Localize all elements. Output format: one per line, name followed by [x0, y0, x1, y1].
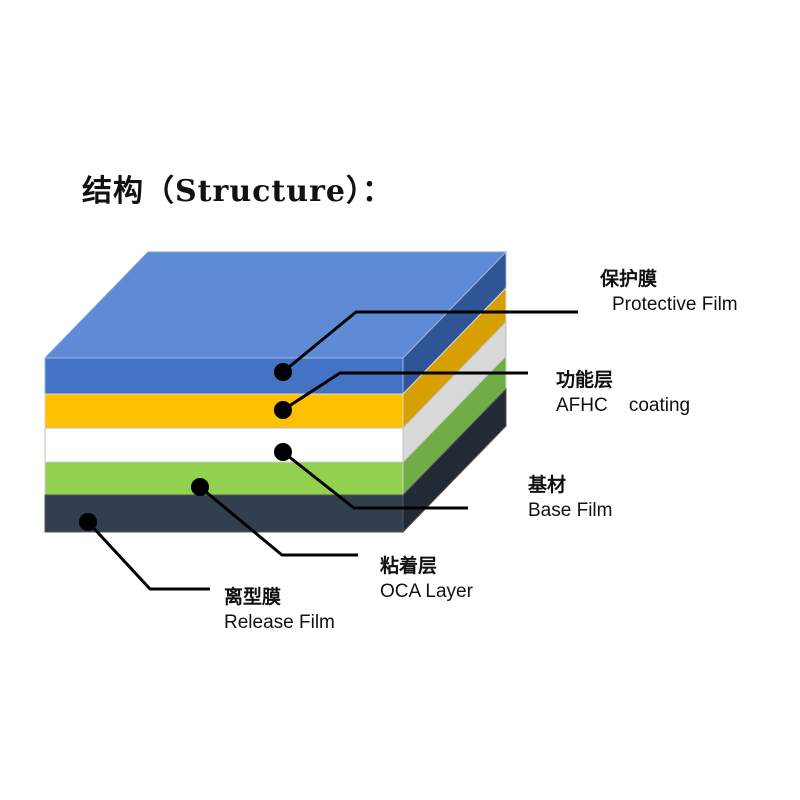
protective-film-label: 保护膜 Protective Film — [600, 266, 738, 318]
page-title: 结构（Structure）： — [82, 174, 393, 209]
release-film-leader-line — [86, 520, 210, 591]
protective-film-label-zh: 保护膜 — [600, 268, 658, 290]
release-film-marker-dot — [79, 513, 97, 531]
oca-layer-label: 粘着层 OCA Layer — [380, 553, 473, 605]
release-film-side-face — [402, 387, 507, 534]
base-film-marker-dot — [274, 443, 292, 461]
base-film-label: 基材 Base Film — [528, 472, 612, 524]
protective-film-marker-dot — [274, 363, 292, 381]
base-film-front-face — [44, 427, 404, 463]
oca-layer-label-en: OCA Layer — [380, 581, 473, 602]
afhc-coating-label: 功能层 AFHC coating — [556, 367, 690, 419]
release-film-label: 离型膜 Release Film — [224, 584, 335, 636]
release-film-front-face — [44, 494, 404, 533]
base-film-label-en: Base Film — [528, 500, 613, 521]
oca-layer-label-zh: 粘着层 — [380, 555, 438, 577]
release-film-label-zh: 离型膜 — [224, 586, 282, 608]
afhc-coating-leader-line — [282, 371, 528, 412]
protective-film-label-en: Protective Film — [612, 294, 738, 315]
afhc-coating-label-zh: 功能层 — [556, 369, 614, 391]
oca-layer-front-face — [44, 461, 404, 496]
oca-layer-leader-line — [199, 485, 358, 557]
protective-film-front-face — [44, 357, 404, 395]
release-film-label-en: Release Film — [224, 612, 335, 633]
afhc-coating-marker-dot — [274, 401, 292, 419]
afhc-coating-label-en: AFHC coating — [556, 395, 691, 416]
base-film-leader-line — [282, 450, 468, 510]
oca-layer-marker-dot — [191, 478, 209, 496]
protective-film-leader-line — [282, 310, 578, 374]
base-film-label-zh: 基材 — [528, 474, 567, 496]
afhc-coating-front-face — [44, 393, 404, 429]
